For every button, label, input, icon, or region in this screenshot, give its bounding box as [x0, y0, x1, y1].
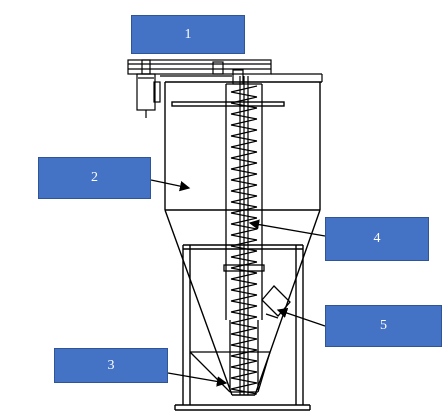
screw-flight: [230, 272, 258, 285]
arrow-4: [248, 219, 326, 237]
screw-flights: [230, 76, 258, 395]
arrow-5: [276, 308, 326, 327]
screw-flight: [230, 195, 258, 208]
screw-flight: [230, 250, 258, 263]
screw-flight: [230, 316, 258, 329]
screw-flight: [230, 85, 258, 98]
label-screw: 4: [325, 217, 429, 261]
screw-flight: [230, 305, 258, 318]
drive-assembly: [127, 59, 323, 118]
arrow-2: [150, 179, 191, 192]
screw-flight: [230, 327, 258, 340]
label-text: 1: [184, 26, 192, 42]
screw-flight: [230, 107, 258, 120]
screw-flight: [230, 118, 258, 131]
label-tank: 2: [38, 157, 151, 199]
label-text: 4: [373, 231, 381, 246]
support-frame: [174, 244, 311, 411]
screw-flight: [230, 239, 258, 252]
screw-flight: [230, 162, 258, 175]
screw-flight: [230, 206, 258, 219]
side-outlet: [261, 285, 291, 319]
label-motor: 1: [131, 15, 245, 54]
label-outlet: 5: [325, 305, 442, 347]
screw-flight: [230, 129, 258, 142]
label-text: 2: [91, 170, 98, 185]
label-text: 3: [107, 357, 115, 373]
screw-flight: [230, 261, 258, 274]
screw-flight: [230, 228, 258, 241]
arrow-3: [167, 372, 228, 387]
screw-flight: [230, 96, 258, 109]
label-text: 5: [380, 318, 387, 333]
screw-flight: [230, 371, 258, 384]
screw-flight: [230, 140, 258, 153]
screw-flight: [230, 173, 258, 186]
screw-flight: [230, 349, 258, 362]
leader-arrows: [150, 179, 326, 387]
screw-tube: [223, 83, 265, 390]
screw-flight: [230, 151, 258, 164]
screw-flight: [230, 294, 258, 307]
screw-flight: [230, 283, 258, 296]
screw-flight: [230, 338, 258, 351]
screw-flight: [230, 184, 258, 197]
screw-flight: [230, 360, 258, 373]
label-discharge: 3: [54, 348, 168, 383]
